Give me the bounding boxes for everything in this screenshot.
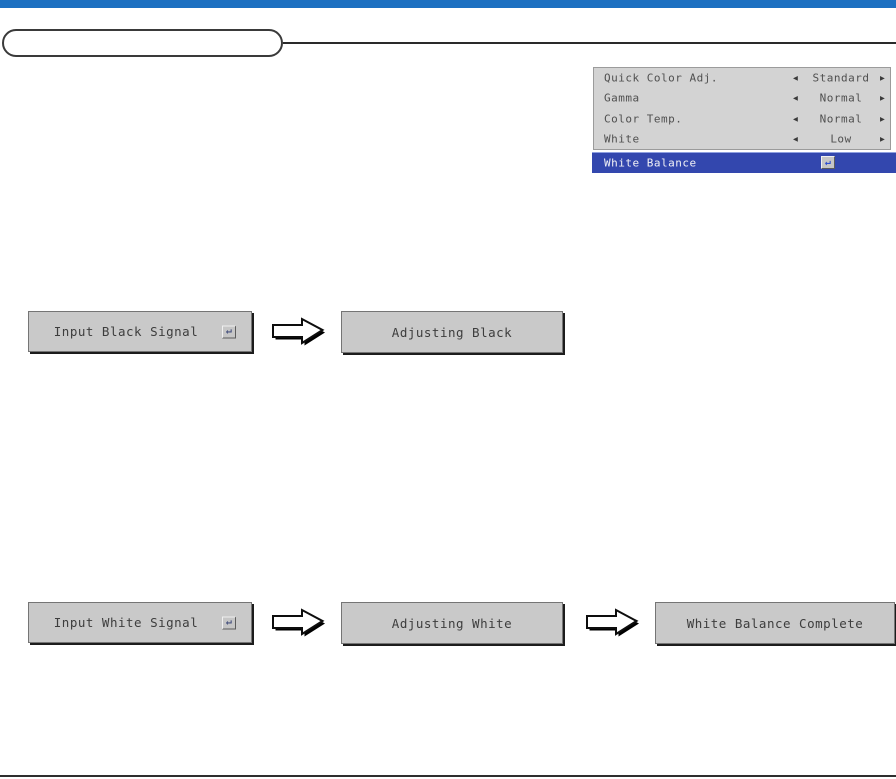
status-label: Adjusting Black (391, 324, 513, 340)
menu-item-value: Normal (819, 112, 863, 126)
input-white-signal-button[interactable]: Input White Signal ↵ (28, 602, 252, 643)
enter-icon[interactable]: ↵ (821, 156, 835, 169)
adjusting-black-status-box: Adjusting Black (341, 311, 563, 353)
decrease-arrow-icon[interactable]: ◀ (793, 114, 799, 124)
section-title-pill (2, 29, 283, 57)
decrease-arrow-icon[interactable]: ◀ (793, 93, 799, 103)
input-black-signal-button[interactable]: Input Black Signal ↵ (28, 311, 252, 352)
button-label: Input White Signal (53, 615, 199, 630)
increase-arrow-icon[interactable]: ▶ (880, 134, 886, 144)
flow-right-arrow-icon (586, 608, 639, 637)
osd-menu-row-quick-color-adj[interactable]: Quick Color Adj. ◀ Standard ▶ (594, 68, 890, 88)
menu-item-label: Color Temp. (604, 112, 683, 126)
white-balance-complete-status-box: White Balance Complete (655, 602, 895, 644)
osd-menu-row-color-temp[interactable]: Color Temp. ◀ Normal ▶ (594, 109, 890, 129)
osd-menu-row-white[interactable]: White ◀ Low ▶ (594, 129, 890, 149)
menu-item-label: Quick Color Adj. (604, 71, 718, 85)
flow-right-arrow-icon (272, 317, 325, 346)
adjusting-white-status-box: Adjusting White (341, 602, 563, 644)
increase-arrow-icon[interactable]: ▶ (880, 93, 886, 103)
page-bottom-rule (0, 775, 896, 777)
flow-right-arrow-icon (272, 608, 325, 637)
osd-menu-row-gamma[interactable]: Gamma ◀ Normal ▶ (594, 88, 890, 108)
menu-item-label: White Balance (604, 156, 697, 170)
page-top-bar (0, 0, 896, 8)
enter-icon[interactable]: ↵ (222, 616, 236, 629)
menu-item-label: Gamma (604, 91, 640, 105)
increase-arrow-icon[interactable]: ▶ (880, 73, 886, 83)
osd-color-menu: Quick Color Adj. ◀ Standard ▶ Gamma ◀ No… (593, 67, 891, 150)
button-label: Input Black Signal (53, 324, 199, 339)
enter-icon[interactable]: ↵ (222, 325, 236, 338)
status-label: Adjusting White (391, 615, 513, 631)
status-label: White Balance Complete (686, 615, 864, 631)
decrease-arrow-icon[interactable]: ◀ (793, 73, 799, 83)
decrease-arrow-icon[interactable]: ◀ (793, 134, 799, 144)
menu-item-value: Normal (819, 91, 863, 105)
menu-item-value: Low (830, 132, 852, 146)
increase-arrow-icon[interactable]: ▶ (880, 114, 886, 124)
section-title-rule (283, 42, 896, 44)
osd-menu-row-white-balance-selected[interactable]: White Balance ↵ (592, 152, 896, 173)
menu-item-label: White (604, 132, 640, 146)
menu-item-value: Standard (812, 71, 870, 85)
